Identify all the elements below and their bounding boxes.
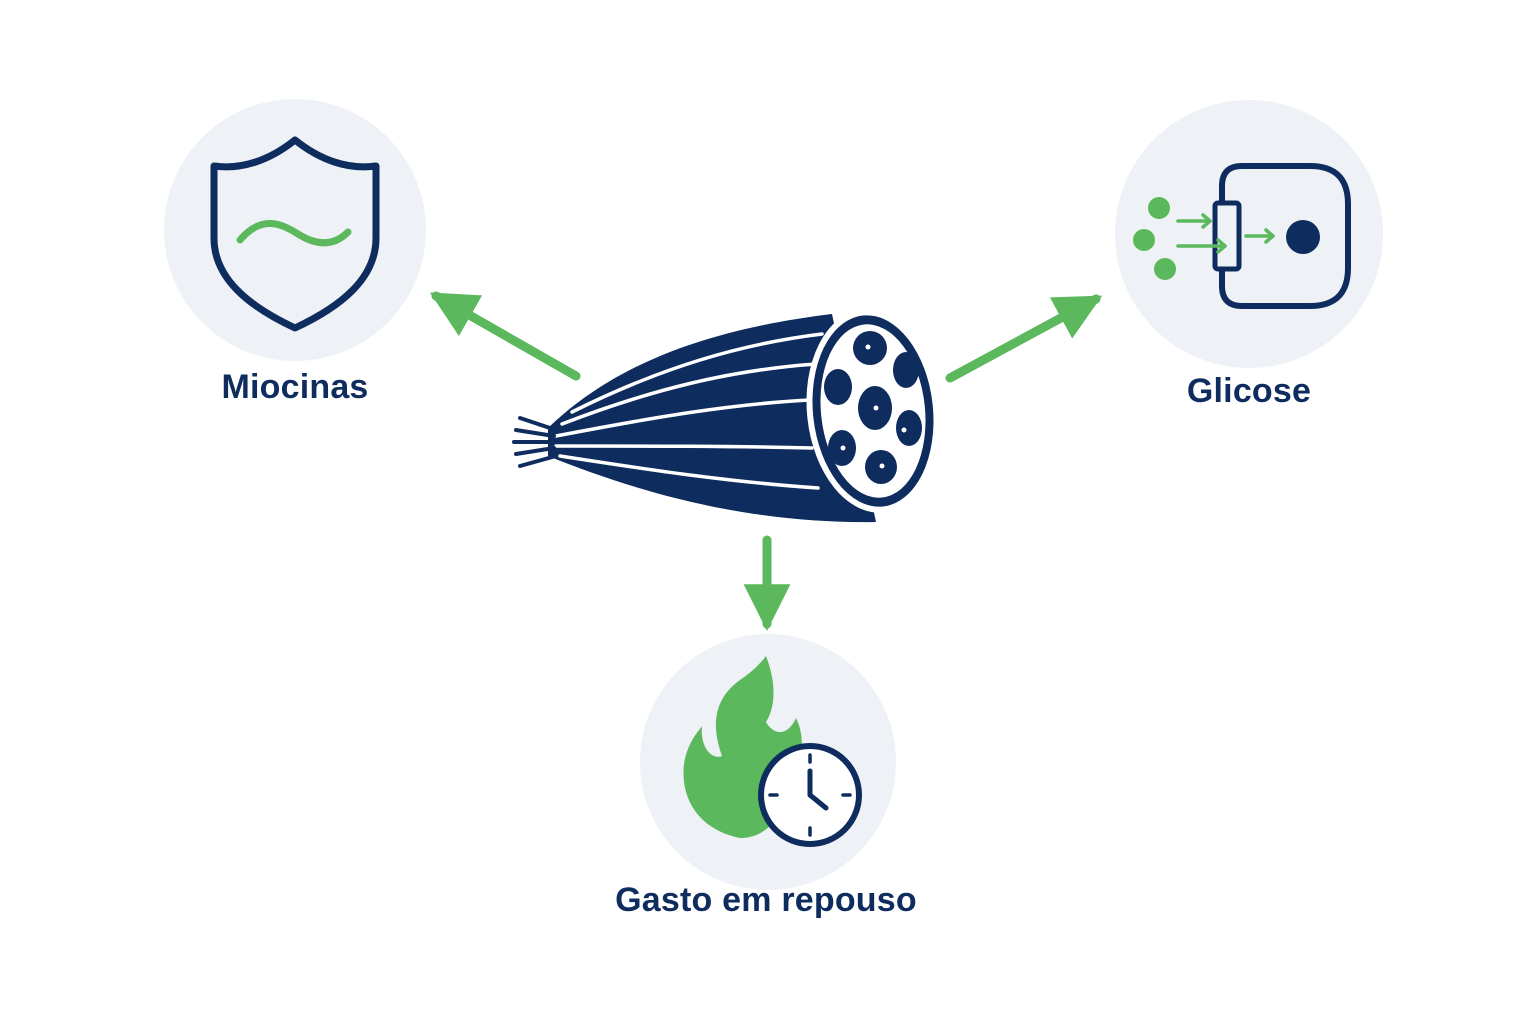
label-miocinas: Miocinas xyxy=(221,368,369,406)
muscle-fiber-bundle-icon xyxy=(512,309,940,523)
glucose-dot-1 xyxy=(1148,197,1170,219)
glucose-dot-2 xyxy=(1133,229,1155,251)
arrow-to-glicose xyxy=(945,294,1103,383)
intracellular-glucose-dot xyxy=(1286,220,1320,254)
glicose-circle xyxy=(1115,100,1383,368)
flame-clock-icon xyxy=(683,656,862,847)
label-glicose: Glicose xyxy=(1186,372,1312,410)
glucose-dot-3 xyxy=(1154,258,1176,280)
cell-membrane-channel xyxy=(1212,200,1242,272)
label-gasto-em-repouso: Gasto em repouso xyxy=(615,881,917,919)
shield-wave-icon xyxy=(210,136,380,332)
arrow-to-miocinas xyxy=(429,291,581,381)
glucose-uptake-cell-icon xyxy=(1133,163,1351,309)
